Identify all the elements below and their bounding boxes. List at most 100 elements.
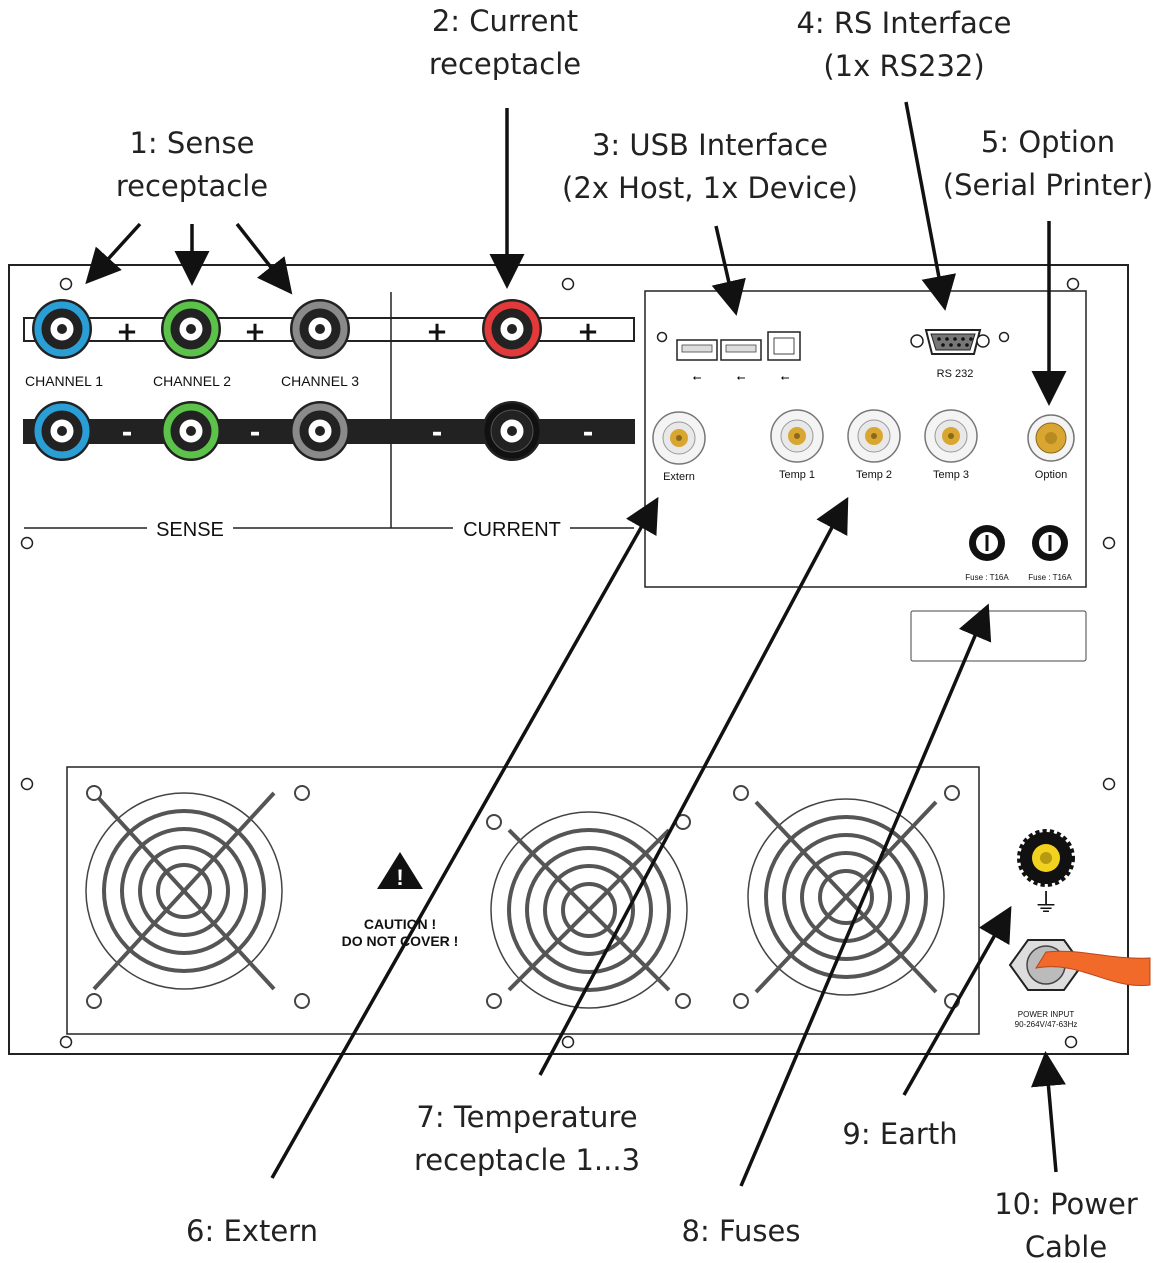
usb-device-port[interactable] [767, 331, 801, 361]
fuse-2-label: Fuse : T16A [1028, 573, 1072, 582]
callout-fuses: 8: Fuses [682, 1214, 801, 1248]
callout-sense: 1: Sense receptacle [116, 126, 268, 203]
rs232-label: RS 232 [937, 368, 974, 380]
callout-earth-line-1: 9: Earth [842, 1117, 957, 1151]
channel-2-label: CHANNEL 2 [153, 373, 231, 389]
callout-power-line-2: Cable [1025, 1230, 1107, 1263]
callout-arrows [85, 101, 1067, 1187]
callout-earth: 9: Earth [842, 1117, 957, 1151]
temp-3-label: Temp 3 [933, 469, 969, 481]
plus-sign-1: + [116, 317, 138, 347]
plus-sign-3: + [426, 317, 448, 347]
fan-section [66, 766, 980, 1035]
sense-label: SENSE [156, 519, 224, 541]
callout-option-line-2: (Serial Printer) [943, 168, 1153, 202]
current-jack-plus[interactable] [482, 299, 542, 359]
fan-1 [85, 785, 310, 1009]
rs232-indicator [998, 331, 1010, 343]
callout-extern-line-1: 6: Extern [186, 1214, 318, 1248]
minus-signs: - - - - [122, 418, 594, 448]
arrow-sense-1 [85, 222, 142, 285]
earth-post[interactable] [1017, 829, 1075, 887]
sense-jack-ch1-minus[interactable] [32, 401, 92, 461]
fuse-1-label: Fuse : T16A [965, 573, 1009, 582]
callout-rs: 4: RS Interface (1x RS232) [796, 6, 1011, 83]
callout-current: 2: Current receptacle [429, 4, 581, 81]
sense-jack-ch1-plus[interactable] [32, 299, 92, 359]
minus-sign-1: - [122, 418, 133, 448]
caution-line-2: DO NOT COVER ! [342, 933, 459, 949]
minus-sign-2: - [250, 418, 261, 448]
callout-power-line-1: 10: Power [994, 1187, 1138, 1221]
caution-line-1: CAUTION ! [364, 916, 436, 932]
fan-3 [733, 785, 960, 1009]
minus-sign-3: - [432, 418, 443, 448]
callout-usb-line-1: 3: USB Interface [592, 128, 828, 162]
temp-3-receptacle[interactable] [924, 409, 978, 463]
callout-current-line-1: 2: Current [432, 4, 578, 38]
arrow-rs [904, 101, 957, 311]
current-jack-minus[interactable] [482, 401, 542, 461]
temp-2-label: Temp 2 [856, 469, 892, 481]
callout-option-line-1: 5: Option [981, 125, 1115, 159]
callout-rs-line-2: (1x RS232) [823, 49, 984, 83]
usb-host-port-1[interactable] [676, 339, 718, 361]
mounting-holes [20, 277, 1116, 1049]
callout-sense-line-2: receptacle [116, 169, 268, 203]
fuse-2[interactable] [1032, 525, 1068, 561]
caution-icon: ! [377, 852, 423, 890]
earth-icon: ⏚ [1033, 889, 1059, 919]
callout-usb: 3: USB Interface (2x Host, 1x Device) [562, 128, 858, 205]
sense-jack-ch3-plus[interactable] [290, 299, 350, 359]
arrow-sense-3 [235, 222, 293, 295]
temp-1-receptacle[interactable] [770, 409, 824, 463]
arrow-earth [902, 905, 1012, 1096]
plus-sign-2: + [244, 317, 266, 347]
callout-option: 5: Option (Serial Printer) [943, 125, 1153, 202]
power-input-line-1: POWER INPUT [1018, 1010, 1075, 1019]
power-input-line-2: 90-264V/47-63Hz [1015, 1020, 1078, 1029]
arrow-power [1031, 1051, 1066, 1173]
plus-sign-4: + [577, 317, 599, 347]
sense-jack-ch3-minus[interactable] [290, 401, 350, 461]
fan-2 [486, 811, 691, 1009]
option-label: Option [1035, 469, 1067, 481]
usb-host-port-2[interactable] [720, 339, 762, 361]
arrow-extern [270, 496, 659, 1179]
extern-label: Extern [663, 471, 695, 483]
arrow-temp [538, 496, 849, 1076]
usb-icon-1: ⭠ [693, 372, 702, 384]
callout-temp-line-1: 7: Temperature [416, 1100, 637, 1134]
temp-1-label: Temp 1 [779, 469, 815, 481]
option-receptacle[interactable] [1027, 414, 1075, 462]
callout-extern: 6: Extern [186, 1214, 318, 1248]
usb-icon-3: ⭠ [781, 372, 790, 384]
callout-usb-line-2: (2x Host, 1x Device) [562, 171, 858, 205]
callout-fuses-line-1: 8: Fuses [682, 1214, 801, 1248]
caution-icon-mark: ! [396, 865, 403, 890]
temp-2-receptacle[interactable] [847, 409, 901, 463]
sense-jack-ch2-plus[interactable] [161, 299, 221, 359]
subpanel-indicator [656, 331, 668, 343]
label-plate [910, 610, 1087, 662]
current-label: CURRENT [463, 519, 561, 541]
fuse-1[interactable] [969, 525, 1005, 561]
plus-signs: + + + + [116, 317, 599, 347]
callout-rs-line-1: 4: RS Interface [796, 6, 1011, 40]
callout-current-line-2: receptacle [429, 47, 581, 81]
callout-temp: 7: Temperature receptacle 1...3 [414, 1100, 640, 1177]
usb-icon-2: ⭠ [737, 372, 746, 384]
callout-temp-line-2: receptacle 1...3 [414, 1143, 640, 1177]
channel-3-label: CHANNEL 3 [281, 373, 359, 389]
channel-1-label: CHANNEL 1 [25, 373, 103, 389]
sense-jack-ch2-minus[interactable] [161, 401, 221, 461]
callout-sense-line-1: 1: Sense [129, 126, 254, 160]
callout-power: 10: Power Cable [994, 1187, 1138, 1263]
rs232-connector[interactable] [910, 329, 990, 355]
arrow-usb [711, 225, 746, 316]
power-cable [1034, 950, 1151, 987]
arrow-fuses [739, 603, 992, 1187]
minus-sign-4: - [583, 418, 594, 448]
extern-receptacle[interactable] [652, 411, 706, 465]
